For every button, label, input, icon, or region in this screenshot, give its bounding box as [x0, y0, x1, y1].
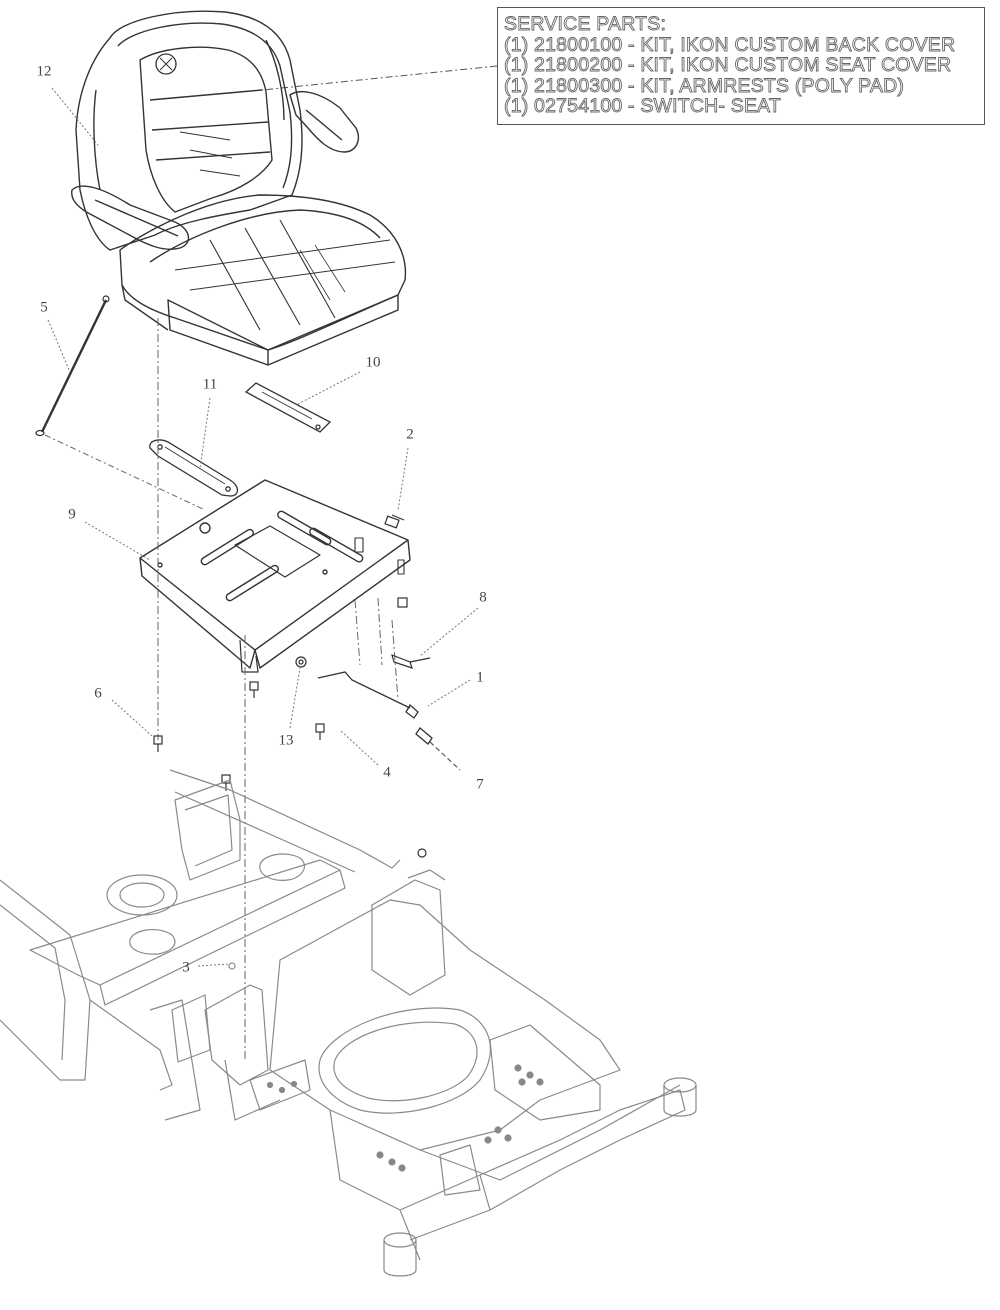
- part-11-strap: [149, 439, 239, 497]
- service-part-item: (1) 02754100 - SWITCH- SEAT: [504, 95, 782, 117]
- callout-12: 12: [36, 63, 52, 80]
- callout-leaders: [47, 87, 479, 967]
- callout-1: 1: [476, 669, 484, 686]
- service-parts-title: SERVICE PARTS:: [504, 13, 667, 35]
- service-parts-box: SERVICE PARTS: (1) 21800100 - KIT, IKON …: [497, 7, 985, 125]
- part-2-screw: [384, 514, 405, 529]
- callout-8: 8: [479, 589, 487, 606]
- callout-6: 6: [94, 685, 102, 702]
- service-box-leader: [261, 65, 498, 91]
- callout-11: 11: [202, 376, 218, 393]
- part-9-seat-plate: [139, 479, 411, 673]
- callout-2: 2: [406, 426, 414, 443]
- callout-13: 13: [278, 732, 294, 749]
- mower-frame: [0, 769, 697, 1277]
- callout-4: 4: [383, 764, 391, 781]
- part-5-seat-switch-harness: [35, 295, 110, 437]
- callout-3: 3: [182, 959, 190, 976]
- service-part-item: (1) 21800100 - KIT, IKON CUSTOM BACK COV…: [504, 33, 956, 56]
- part-1-rod: [317, 671, 461, 771]
- callout-10: 10: [365, 354, 381, 371]
- alignment-lines: [157, 318, 399, 1060]
- callout-7: 7: [476, 776, 484, 793]
- callout-9: 9: [68, 506, 76, 523]
- callout-5: 5: [40, 299, 48, 316]
- part-13-nut: [295, 656, 307, 668]
- service-part-item: (1) 21800200 - KIT, IKON CUSTOM SEAT COV…: [504, 54, 952, 76]
- seat-assembly: [71, 10, 407, 366]
- part-10-bracket: [244, 382, 332, 433]
- leader-dash: [44, 434, 206, 511]
- part-8-pin: [391, 654, 431, 669]
- part-6-bolt: [153, 597, 427, 858]
- service-part-item: (1) 21800300 - KIT, ARMRESTS (POLY PAD): [504, 74, 905, 97]
